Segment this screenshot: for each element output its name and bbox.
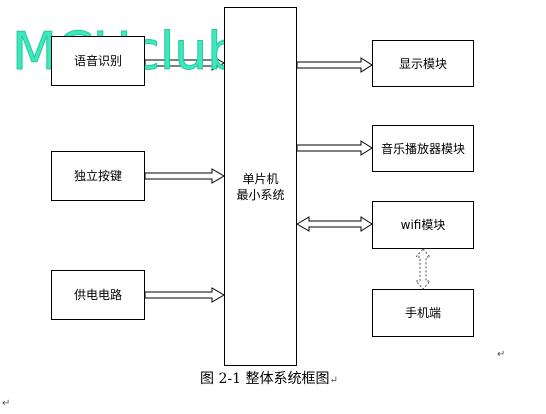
- block-display-module: 显示模块: [372, 40, 474, 87]
- block-music-label: 音乐播放器模块: [380, 141, 465, 156]
- block-keys-label: 独立按键: [73, 169, 122, 183]
- page-corner-mark: ↵: [2, 398, 11, 409]
- arrow-power-to-mcu: [144, 287, 225, 303]
- block-power-label: 供电电路: [73, 288, 122, 302]
- block-power-circuit: 供电电路: [51, 270, 145, 320]
- figure-caption: 图 2-1 整体系统框图↵: [200, 368, 338, 388]
- arrow-voice-to-mcu: [144, 55, 225, 71]
- block-music-player-module: 音乐播放器模块: [372, 125, 474, 172]
- arrow-keys-to-mcu: [144, 168, 225, 184]
- arrow-mcu-wifi-bidirectional: [296, 216, 373, 232]
- arrow-mcu-to-music: [296, 140, 373, 156]
- block-independent-keys: 独立按键: [51, 151, 145, 201]
- block-display-label: 显示模块: [398, 56, 447, 71]
- block-mcu-minimum-system: 单片机 最小系统: [224, 7, 297, 366]
- block-voice-label: 语音识别: [73, 54, 122, 68]
- caption-paragraph-mark: ↵: [329, 375, 338, 386]
- block-mcu-label-line2: 最小系统: [236, 187, 285, 202]
- arrow-mcu-to-display: [296, 57, 373, 73]
- block-mcu-label-line1: 单片机: [242, 171, 279, 186]
- block-voice-recognition: 语音识别: [51, 36, 145, 86]
- block-phone-label: 手机端: [404, 306, 441, 320]
- paragraph-mark: ↵: [497, 349, 506, 360]
- block-wifi-label: wifi模块: [400, 218, 446, 232]
- dashed-link-wifi-phone: [414, 248, 432, 290]
- block-phone: 手机端: [372, 289, 474, 337]
- figure-caption-text: 图 2-1 整体系统框图: [200, 371, 330, 387]
- block-wifi-module: wifi模块: [372, 201, 474, 249]
